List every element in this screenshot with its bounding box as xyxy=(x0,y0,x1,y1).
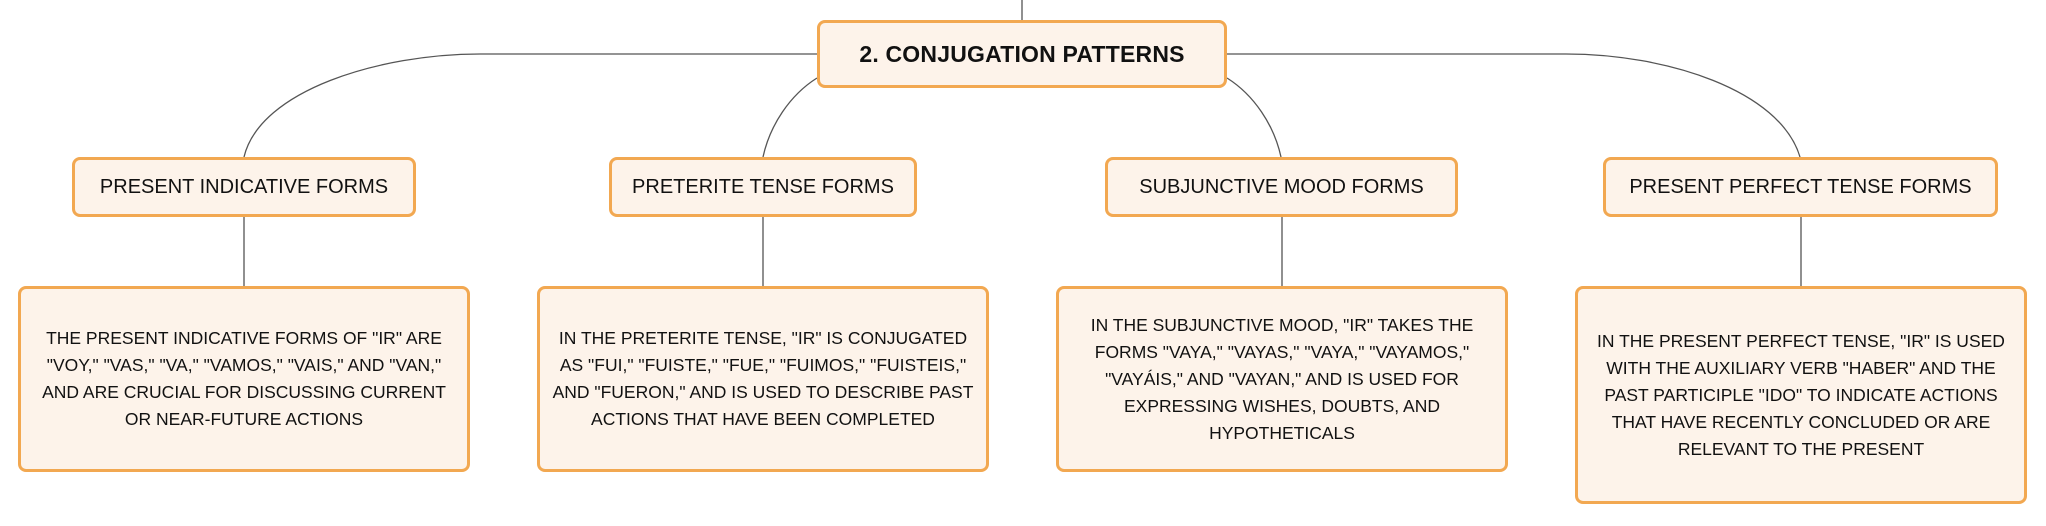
connector-root-to-branch-2 xyxy=(762,77,818,158)
detail-node-present-indicative[interactable]: THE PRESENT INDICATIVE FORMS OF "IR" ARE… xyxy=(18,286,470,472)
detail-node-text: THE PRESENT INDICATIVE FORMS OF "IR" ARE… xyxy=(42,328,446,429)
detail-node-subjunctive[interactable]: IN THE SUBJUNCTIVE MOOD, "IR" TAKES THE … xyxy=(1056,286,1508,472)
connector-root-to-branch-1 xyxy=(243,53,817,158)
root-node-label: 2. CONJUGATION PATTERNS xyxy=(859,40,1185,67)
detail-node-text: IN THE PRESENT PERFECT TENSE, "IR" IS US… xyxy=(1597,330,2005,459)
branch-node-subjunctive[interactable]: SUBJUNCTIVE MOOD FORMS xyxy=(1105,157,1458,217)
detail-node-text: IN THE SUBJUNCTIVE MOOD, "IR" TAKES THE … xyxy=(1090,314,1474,443)
root-node[interactable]: 2. CONJUGATION PATTERNS xyxy=(817,20,1227,88)
detail-node-preterite[interactable]: IN THE PRETERITE TENSE, "IR" IS CONJUGAT… xyxy=(537,286,989,472)
connector-root-to-branch-4 xyxy=(1227,53,1801,158)
detail-node-present-perfect[interactable]: IN THE PRESENT PERFECT TENSE, "IR" IS US… xyxy=(1575,286,2027,504)
branch-node-label: PRESENT PERFECT TENSE FORMS xyxy=(1629,175,1972,198)
branch-node-label: SUBJUNCTIVE MOOD FORMS xyxy=(1139,175,1424,198)
detail-node-text: IN THE PRETERITE TENSE, "IR" IS CONJUGAT… xyxy=(552,328,974,429)
branch-node-present-perfect[interactable]: PRESENT PERFECT TENSE FORMS xyxy=(1603,157,1998,217)
branch-node-present-indicative[interactable]: PRESENT INDICATIVE FORMS xyxy=(72,157,416,217)
branch-node-label: PRESENT INDICATIVE FORMS xyxy=(99,175,389,198)
branch-node-preterite[interactable]: PRETERITE TENSE FORMS xyxy=(609,157,917,217)
branch-node-label: PRETERITE TENSE FORMS xyxy=(632,175,894,198)
connector-root-to-branch-3 xyxy=(1226,77,1282,158)
